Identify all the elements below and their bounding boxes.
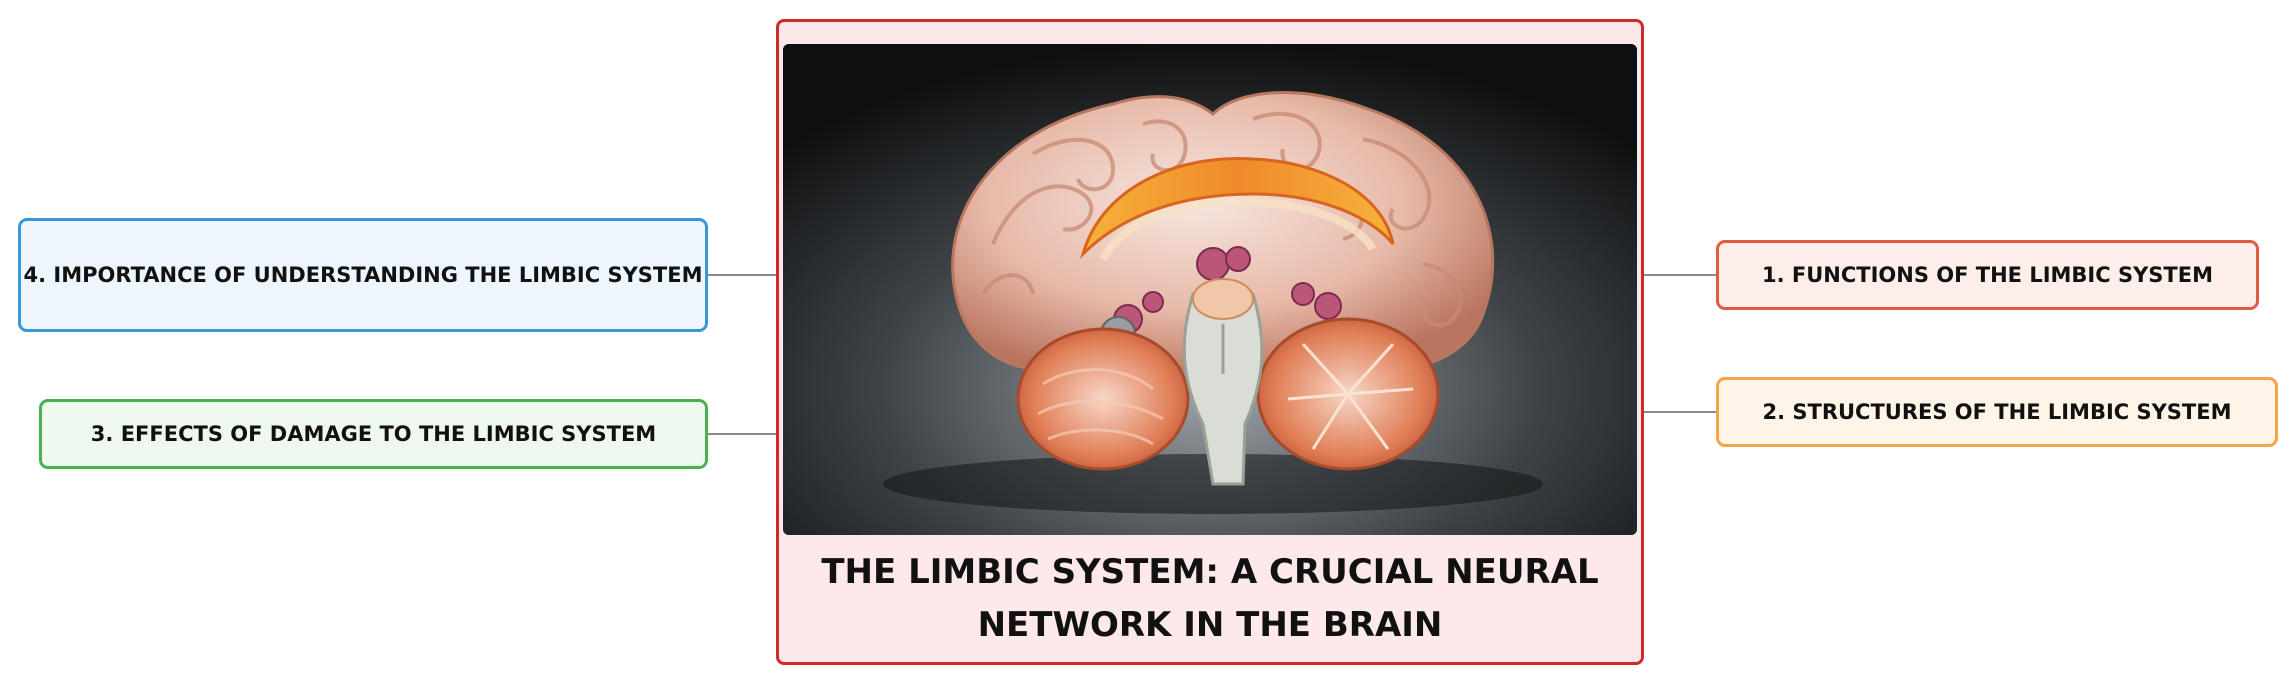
- central-topic[interactable]: THE LIMBIC SYSTEM: A CRUCIAL NEURAL NETW…: [776, 19, 1644, 665]
- subtopic-label: 4. IMPORTANCE OF UNDERSTANDING THE LIMBI…: [23, 263, 703, 287]
- subtopic-importance[interactable]: 4. IMPORTANCE OF UNDERSTANDING THE LIMBI…: [18, 218, 708, 332]
- subtopic-label: 3. EFFECTS OF DAMAGE TO THE LIMBIC SYSTE…: [90, 422, 657, 446]
- central-topic-title: THE LIMBIC SYSTEM: A CRUCIAL NEURAL NETW…: [821, 552, 1599, 645]
- subtopic-label: 2. STRUCTURES OF THE LIMBIC SYSTEM: [1762, 400, 2232, 424]
- subtopic-structures[interactable]: 2. STRUCTURES OF THE LIMBIC SYSTEM: [1716, 377, 2278, 447]
- subtopic-effects-of-damage[interactable]: 3. EFFECTS OF DAMAGE TO THE LIMBIC SYSTE…: [39, 399, 708, 469]
- subtopic-functions[interactable]: 1. FUNCTIONS OF THE LIMBIC SYSTEM: [1716, 240, 2259, 310]
- subtopic-label: 1. FUNCTIONS OF THE LIMBIC SYSTEM: [1761, 263, 2213, 287]
- brain-image-icon: [783, 44, 1637, 535]
- brain-illustration: [783, 44, 1637, 535]
